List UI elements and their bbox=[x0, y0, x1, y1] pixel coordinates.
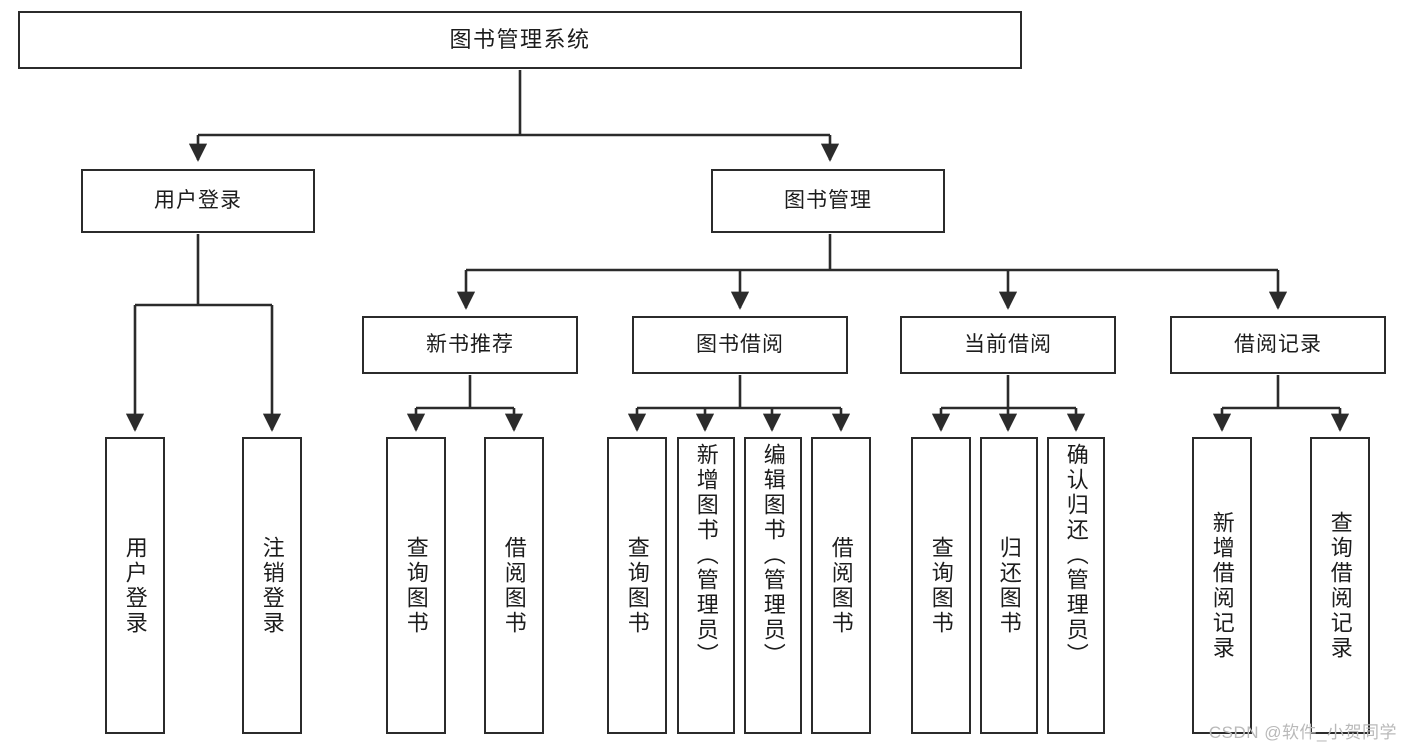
node-borrow-records-label: 借阅记录 bbox=[1234, 333, 1322, 357]
leaf-add-borrow-record[interactable]: 新增借阅记录 bbox=[1192, 437, 1252, 734]
node-book-management[interactable]: 图书管理 bbox=[711, 169, 945, 233]
node-book-borrow-label: 图书借阅 bbox=[696, 333, 784, 357]
leaf-borrow-book-label: 借阅图书 bbox=[828, 535, 854, 636]
node-current-borrow[interactable]: 当前借阅 bbox=[900, 316, 1116, 374]
leaf-confirm-return-admin-label: 确认归还（管理员） bbox=[1063, 443, 1089, 668]
leaf-query-book-borrow-label: 查询图书 bbox=[624, 535, 650, 636]
leaf-query-book-current[interactable]: 查询图书 bbox=[911, 437, 971, 734]
leaf-edit-book-admin-label: 编辑图书（管理员） bbox=[760, 443, 786, 668]
leaf-return-book-label: 归还图书 bbox=[996, 535, 1022, 636]
watermark: CSDN @软件_小贺同学 bbox=[1208, 723, 1397, 742]
node-user-login[interactable]: 用户登录 bbox=[81, 169, 315, 233]
leaf-borrow-book-new-label: 借阅图书 bbox=[501, 535, 527, 636]
node-new-book-recommend[interactable]: 新书推荐 bbox=[362, 316, 578, 374]
leaf-add-book-admin[interactable]: 新增图书（管理员） bbox=[677, 437, 735, 734]
node-root-label: 图书管理系统 bbox=[449, 26, 591, 52]
leaf-logout[interactable]: 注销登录 bbox=[242, 437, 302, 734]
leaf-edit-book-admin[interactable]: 编辑图书（管理员） bbox=[744, 437, 802, 734]
node-new-book-recommend-label: 新书推荐 bbox=[426, 333, 514, 357]
leaf-query-book-new-label: 查询图书 bbox=[403, 535, 429, 636]
node-book-borrow[interactable]: 图书借阅 bbox=[632, 316, 848, 374]
leaf-query-borrow-record[interactable]: 查询借阅记录 bbox=[1310, 437, 1370, 734]
leaf-add-book-admin-label: 新增图书（管理员） bbox=[693, 443, 719, 668]
leaf-logout-label: 注销登录 bbox=[259, 535, 285, 636]
leaf-borrow-book-new[interactable]: 借阅图书 bbox=[484, 437, 544, 734]
leaf-user-login-label: 用户登录 bbox=[122, 535, 148, 636]
leaf-query-book-current-label: 查询图书 bbox=[928, 535, 954, 636]
leaf-user-login[interactable]: 用户登录 bbox=[105, 437, 165, 734]
node-book-management-label: 图书管理 bbox=[784, 189, 872, 213]
leaf-query-book-borrow[interactable]: 查询图书 bbox=[607, 437, 667, 734]
leaf-query-book-new[interactable]: 查询图书 bbox=[386, 437, 446, 734]
node-user-login-label: 用户登录 bbox=[154, 189, 242, 213]
leaf-borrow-book[interactable]: 借阅图书 bbox=[811, 437, 871, 734]
leaf-add-borrow-record-label: 新增借阅记录 bbox=[1209, 510, 1235, 661]
leaf-return-book[interactable]: 归还图书 bbox=[980, 437, 1038, 734]
node-borrow-records[interactable]: 借阅记录 bbox=[1170, 316, 1386, 374]
leaf-query-borrow-record-label: 查询借阅记录 bbox=[1327, 510, 1353, 661]
leaf-confirm-return-admin[interactable]: 确认归还（管理员） bbox=[1047, 437, 1105, 734]
node-root[interactable]: 图书管理系统 bbox=[18, 11, 1022, 69]
node-current-borrow-label: 当前借阅 bbox=[964, 333, 1052, 357]
